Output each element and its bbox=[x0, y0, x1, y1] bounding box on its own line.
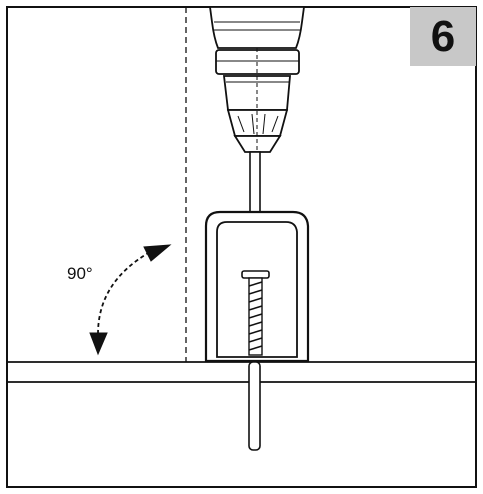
rotation-arrow-icon bbox=[89, 244, 172, 356]
power-drill-icon bbox=[208, 6, 306, 153]
step-number-badge: 6 bbox=[410, 7, 476, 66]
step-number: 6 bbox=[430, 11, 456, 61]
screw-icon bbox=[241, 270, 270, 451]
angle-label: 90° bbox=[67, 264, 93, 283]
